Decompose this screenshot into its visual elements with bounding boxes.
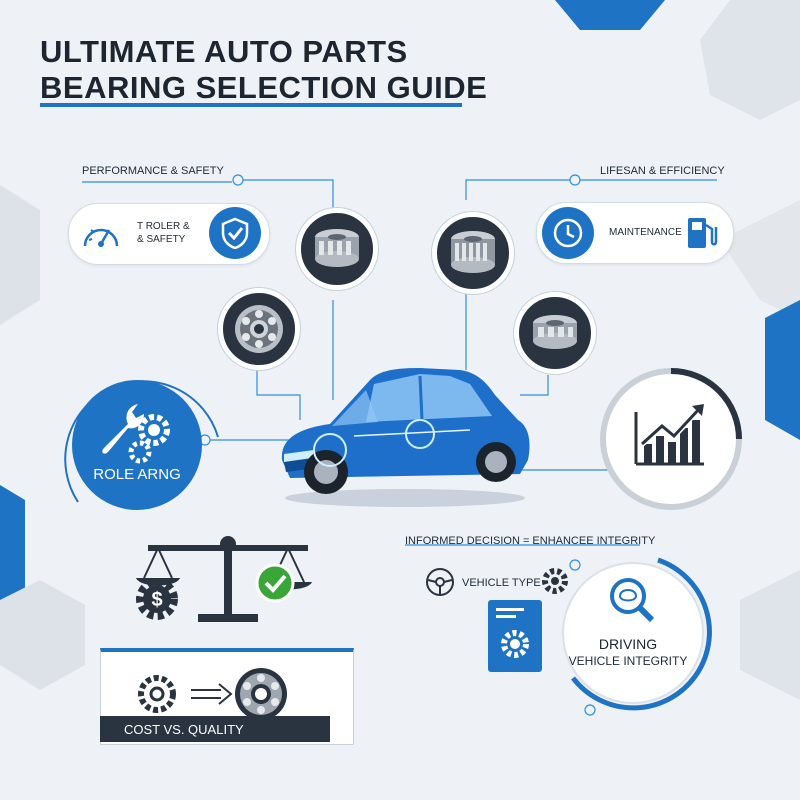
fuel-pump-icon (688, 218, 718, 248)
lifespan-efficiency-heading: LIFESAN & EFFICIENCY (600, 165, 725, 177)
card-text-line-2: & SAFETY (137, 234, 186, 245)
gear-to-bearing-icons (138, 668, 287, 720)
driving-text: DRIVING VEHICLE INTEGRITY (558, 636, 698, 670)
driving-label-2: VEHICLE INTEGRITY (568, 654, 688, 668)
driving-label-1: DRIVING (598, 636, 658, 652)
car-illustration (281, 368, 530, 507)
performance-safety-heading: PERFORMANCE & SAFETY (82, 165, 224, 177)
needle-roller-bearing-icon (451, 231, 495, 273)
cost-quality-label-bar: COST VS. QUALITY (100, 716, 330, 742)
role-badge: ROLE ARNG (72, 380, 202, 510)
driving-ring (562, 557, 712, 711)
shield-check-icon (221, 217, 249, 249)
check-icon (255, 563, 295, 603)
tapered-roller-bearing-icon (315, 229, 359, 267)
clock-icon (553, 218, 583, 248)
role-label: ROLE ARNG (93, 466, 181, 483)
gear-icon (138, 675, 176, 713)
growth-chart-icon (634, 404, 704, 466)
title-line-1: ULTIMATE AUTO PARTS (40, 34, 408, 69)
title-underline (40, 103, 462, 107)
ball-bearing-badge (218, 288, 300, 370)
hexagon-left-blue (0, 485, 25, 625)
growth-ring (600, 368, 742, 510)
cylindrical-roller-bearing-icon (533, 315, 577, 349)
hexagon-bottom-right-grey (740, 570, 800, 700)
hexagon-top-right-blue (555, 0, 665, 30)
wrench-gears-icon (102, 404, 170, 464)
tapered-bearing-badge-2 (432, 212, 514, 294)
hexagon-bottom-left-grey (0, 580, 85, 690)
shield-badge (209, 207, 261, 259)
ball-bearing-icon (235, 305, 283, 353)
svg-text:$: $ (151, 589, 162, 611)
card-text-line-1: T ROLER & (137, 221, 190, 232)
page-title: ULTIMATE AUTO PARTS BEARING SELECTION GU… (40, 34, 487, 106)
tapered-bearing-badge-1 (296, 208, 378, 290)
arrow-icon (191, 683, 233, 705)
ball-bearing-icon (235, 668, 287, 720)
magnifier-brain-icon (610, 578, 655, 623)
lifespan-efficiency-card: MAINTENANCE (536, 202, 734, 264)
speedometer-icon (83, 228, 119, 247)
vehicle-type-label: VEHICLE TYPE (462, 577, 541, 589)
hexagon-left-grey (0, 185, 40, 325)
title-line-2: BEARING SELECTION GUIDE (40, 70, 488, 105)
steering-wheel-icon (426, 568, 454, 596)
decision-heading: INFORMED DECISION = ENHANCEE INTEGRITY (405, 535, 656, 547)
performance-safety-card-text: T ROLER & & SAFETY (137, 220, 190, 246)
performance-safety-card: T ROLER & & SAFETY (68, 203, 270, 265)
maintenance-label: MAINTENANCE (609, 227, 682, 238)
hexagon-right-blue (765, 300, 800, 440)
cost-quality-label: COST VS. QUALITY (124, 722, 244, 737)
gear-icon (542, 568, 568, 594)
dollar-gear-icon: $ (136, 578, 178, 620)
hexagon-right-grey (720, 200, 800, 320)
hexagon-top-right-grey (700, 0, 800, 120)
document-gear-icon (488, 600, 542, 672)
clock-badge (542, 207, 594, 259)
roller-bearing-badge (514, 292, 596, 374)
